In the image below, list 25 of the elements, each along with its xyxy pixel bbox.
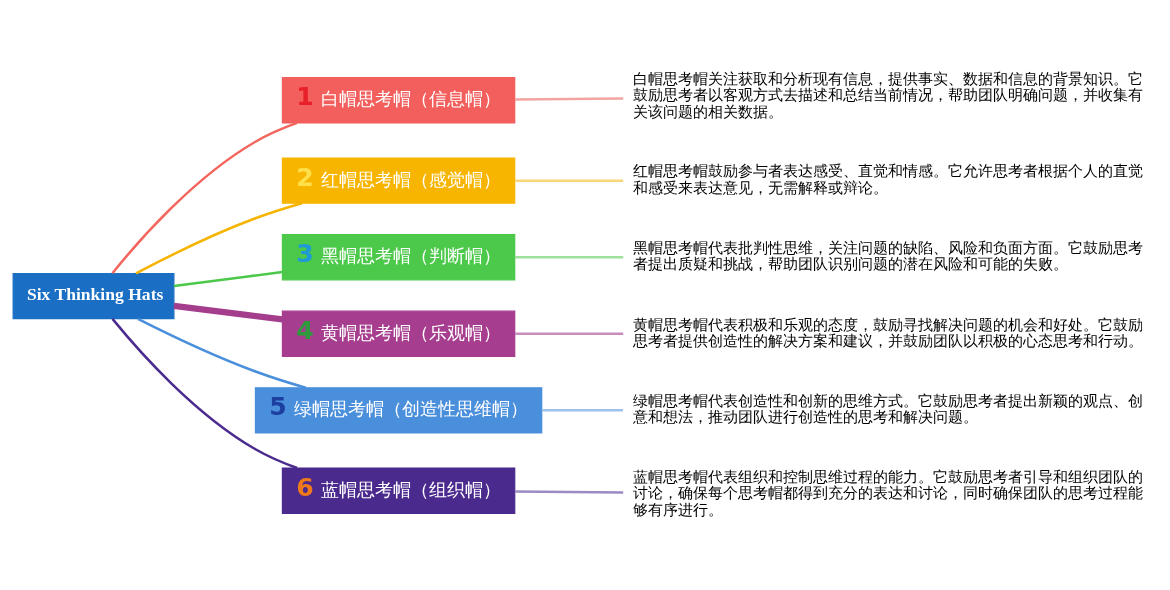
node-box: 3 黑帽思考帽（判断帽） bbox=[281, 233, 516, 280]
node-box: 6 蓝帽思考帽（组织帽） bbox=[281, 467, 516, 514]
node-box: 2 红帽思考帽（感觉帽） bbox=[281, 156, 516, 204]
node-box: 1 白帽思考帽（信息帽） bbox=[281, 76, 516, 123]
node-text: 黑帽思考帽代表批判性思维，关注问题的缺陷、风险和负面方面。它鼓励思考者提出质疑和挑战，帮助团队识别问题的潜在风险和可能的失败。 bbox=[633, 238, 1144, 273]
connector bbox=[515, 489, 624, 494]
node-box: 5 绿帽思考帽（创造性思维帽） bbox=[254, 386, 543, 434]
connector bbox=[515, 96, 624, 101]
connector bbox=[515, 332, 624, 335]
connector bbox=[173, 270, 283, 287]
node-box: Six Thinking Hats bbox=[12, 272, 175, 319]
node-text: 黄帽思考帽代表积极和乐观的态度，鼓励寻找解决问题的机会和好处。它鼓励思考者提供创造性的解决方案和建议，并鼓励团队以积极的心态思考和行动。 bbox=[633, 315, 1144, 350]
node-text: 蓝帽思考帽代表组织和控制思维过程的能力。它鼓励思考者引导和组织团队的讨论，确保每个思考帽都得到充分的表达和讨论，同时确保团队的思考过程能够有序进行。 bbox=[633, 467, 1144, 519]
connector bbox=[111, 317, 298, 469]
connector bbox=[173, 302, 283, 323]
connector bbox=[111, 121, 298, 274]
connector bbox=[541, 408, 623, 412]
connector bbox=[515, 178, 624, 182]
connector bbox=[137, 317, 307, 389]
node-text: 白帽思考帽关注获取和分析现有信息，提供事实、数据和信息的背景知识。它鼓励思考者以客观方式去描述和总结当前情况，帮助团队明确问题，并收集有关该问题的相关数据。 bbox=[633, 69, 1144, 121]
connector bbox=[515, 255, 624, 258]
node-box: 4 黄帽思考帽（乐观帽） bbox=[281, 310, 516, 357]
node-text: 绿帽思考帽代表创造性和创新的思维方式。它鼓励思考者提出新颖的观点、创意和想法，推动团队进行创造性的思考和解决问题。 bbox=[633, 391, 1144, 426]
connector bbox=[135, 201, 303, 274]
node-text: 红帽思考帽鼓励参与者表达感受、直觉和情感。它允许思考者根据个人的直觉和感受来表达意见，无需解释或辩论。 bbox=[633, 161, 1144, 197]
